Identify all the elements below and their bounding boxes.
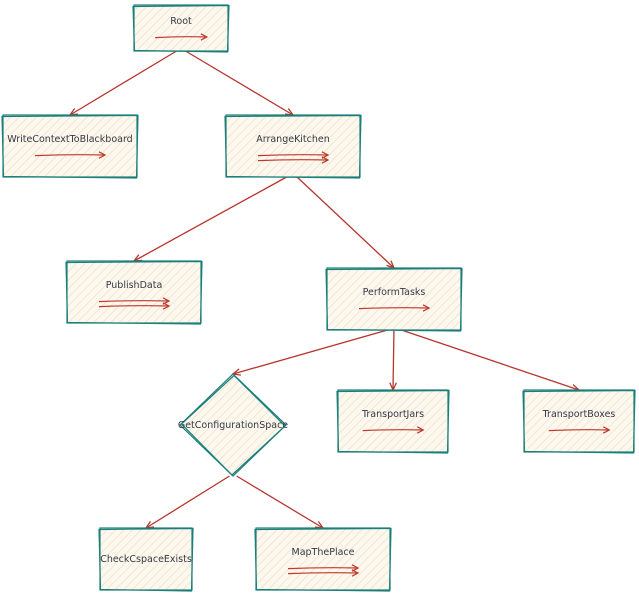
sketch-arrow-icon [98, 302, 171, 310]
node-label-getconf: GetConfigurationSpace [178, 420, 288, 431]
edge-root-arrange [185, 50, 295, 116]
node-label-perform: PerformTasks [363, 287, 426, 298]
node-label-publish: PublishData [106, 280, 163, 291]
sketch-arrow-icon [98, 297, 171, 305]
sketch-arrow-icon [287, 564, 360, 572]
node-label-check: CheckCspaceExists [100, 554, 192, 565]
box-shape [524, 390, 634, 452]
sketch-arrow-icon [155, 33, 209, 41]
node-label-jars: TransportJars [361, 409, 424, 420]
box-shape [327, 268, 461, 330]
edge-root-write [68, 50, 177, 116]
box-shape [226, 115, 360, 177]
sketch-arrow-icon [358, 304, 431, 312]
arrowhead-icon [314, 521, 325, 529]
arrowhead-icon [144, 521, 155, 529]
node-publish[interactable]: PublishData [65, 260, 203, 325]
node-write[interactable]: WriteContextToBlackboard [1, 114, 139, 179]
arrowhead-icon [68, 108, 79, 116]
node-root[interactable]: Root [132, 4, 230, 53]
sketch-arrow-icon [362, 426, 425, 434]
sketch-arrow-icon [257, 151, 330, 159]
node-perform[interactable]: PerformTasks [325, 267, 463, 332]
box-shape [67, 261, 201, 323]
box-shape [100, 528, 192, 590]
box-shape [134, 5, 228, 51]
node-arrange[interactable]: ArrangeKitchen [224, 114, 362, 179]
node-map[interactable]: MapThePlace [254, 527, 392, 592]
node-label-arrange: ArrangeKitchen [256, 134, 330, 145]
sketch-arrow-icon [34, 151, 107, 159]
node-getconf[interactable]: GetConfigurationSpace [178, 373, 288, 477]
sketch-arrow-icon [257, 156, 330, 164]
node-check[interactable]: CheckCspaceExists [98, 527, 194, 592]
box-shape [256, 528, 390, 590]
node-boxes[interactable]: TransportBoxes [522, 389, 636, 454]
edge-perform-boxes [401, 329, 581, 392]
edge-perform-jars [389, 329, 397, 392]
edge-getconf-check [144, 475, 230, 529]
node-label-map: MapThePlace [292, 547, 355, 558]
edge-getconf-map [236, 475, 325, 529]
edge-arrange-publish [132, 176, 287, 262]
box-shape [338, 390, 448, 452]
node-label-root: Root [170, 16, 192, 27]
node-label-boxes: TransportBoxes [542, 409, 616, 420]
sketch-arrow-icon [287, 569, 360, 577]
node-jars[interactable]: TransportJars [336, 389, 450, 454]
edge-arrange-perform [296, 176, 396, 270]
edge-perform-getconf [231, 329, 388, 376]
node-label-write: WriteContextToBlackboard [7, 134, 132, 145]
sketch-arrow-icon [548, 426, 611, 434]
box-shape [3, 115, 137, 177]
